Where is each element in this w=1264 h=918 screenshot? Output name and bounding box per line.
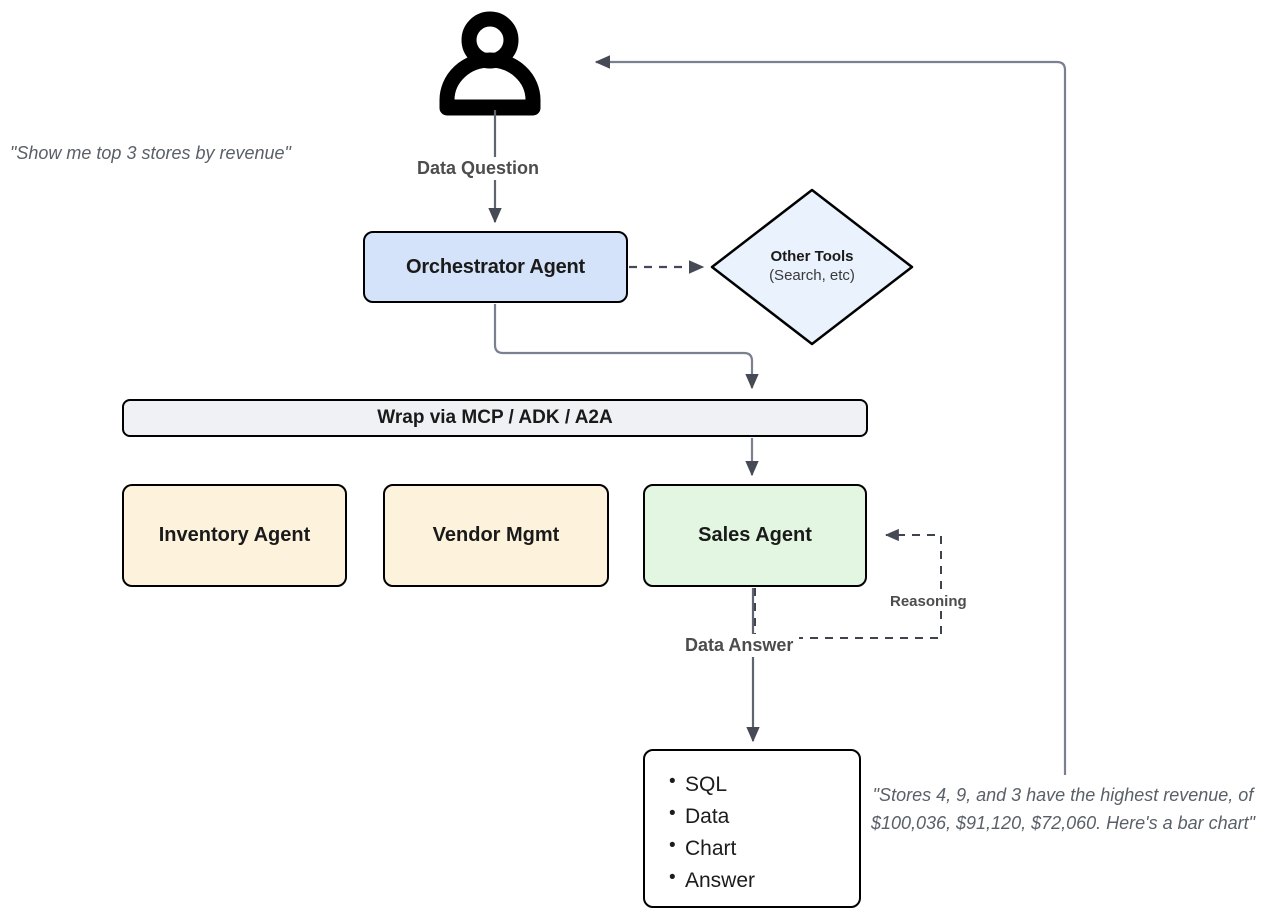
answer-output-list: SQL Data Chart Answer <box>667 768 859 897</box>
user-question-quote: "Show me top 3 stores by revenue" <box>10 143 291 163</box>
node-vendor-mgmt[interactable]: Vendor Mgmt <box>383 484 609 587</box>
list-item: Data <box>669 800 859 833</box>
orchestrator-agent-label: Orchestrator Agent <box>405 255 586 278</box>
node-answer-output-box[interactable]: SQL Data Chart Answer <box>643 749 861 908</box>
user-person-icon <box>439 11 541 116</box>
edge-answer-to-user <box>594 55 1067 775</box>
other-tools-diamond <box>710 188 914 346</box>
vendor-mgmt-label: Vendor Mgmt <box>432 524 560 546</box>
node-sales-agent[interactable]: Sales Agent <box>643 484 867 587</box>
edge-sales-reasoning-loop <box>754 528 942 639</box>
list-item: Chart <box>669 832 859 865</box>
sales-agent-label: Sales Agent <box>698 524 812 546</box>
list-item: Answer <box>669 864 859 897</box>
edge-label-reasoning: Reasoning <box>886 592 971 611</box>
final-answer-quote: "Stores 4, 9, and 3 have the highest rev… <box>870 785 1256 833</box>
edge-orchestrator-to-mcp <box>493 304 759 390</box>
mcp-wrap-label: Wrap via MCP / ADK / A2A <box>377 407 613 428</box>
node-inventory-agent[interactable]: Inventory Agent <box>122 484 347 587</box>
node-orchestrator-agent[interactable]: Orchestrator Agent <box>363 231 628 303</box>
edge-label-data-question: Data Question <box>411 157 546 180</box>
list-item: SQL <box>669 768 859 801</box>
edge-label-data-answer: Data Answer <box>679 634 800 657</box>
node-mcp-wrap-bar[interactable]: Wrap via MCP / ADK / A2A <box>122 399 868 437</box>
inventory-agent-label: Inventory Agent <box>158 524 311 546</box>
